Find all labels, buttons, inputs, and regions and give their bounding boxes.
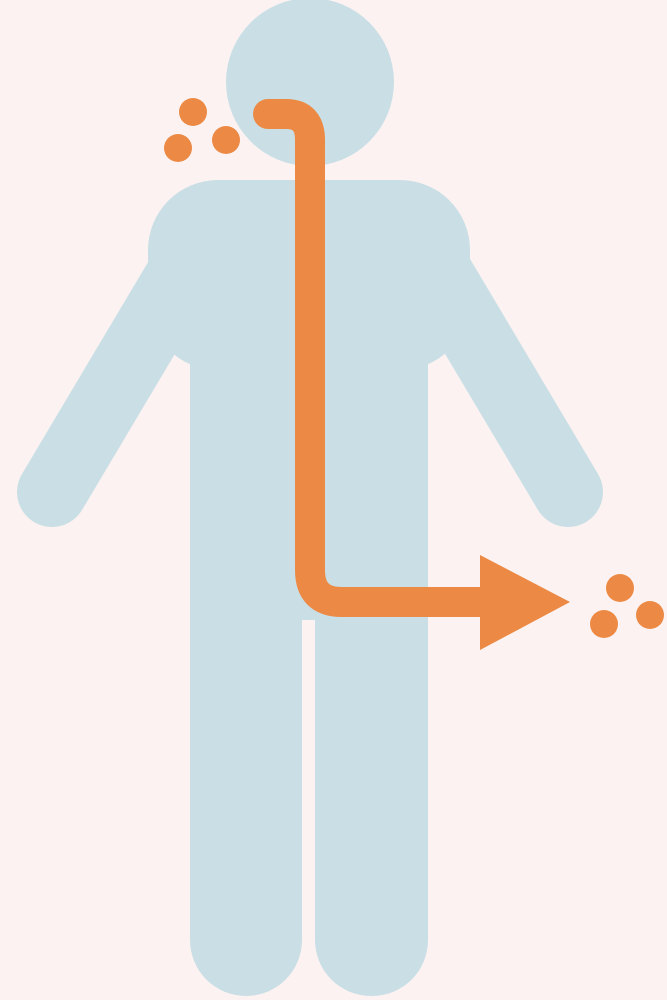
figure-right-arm [424,250,568,492]
figure-left-arm [52,250,196,492]
intake-particle [164,134,192,162]
figure-left-leg [190,560,302,996]
exit-particle [606,574,634,602]
pathway-arrowhead [480,555,570,650]
intake-particles-icon [164,98,240,162]
exit-particle [636,601,664,629]
intake-particle [212,126,240,154]
exit-particles-icon [590,574,664,638]
figure-right-leg [315,560,428,996]
exit-particle [590,610,618,638]
intake-particle [179,98,207,126]
